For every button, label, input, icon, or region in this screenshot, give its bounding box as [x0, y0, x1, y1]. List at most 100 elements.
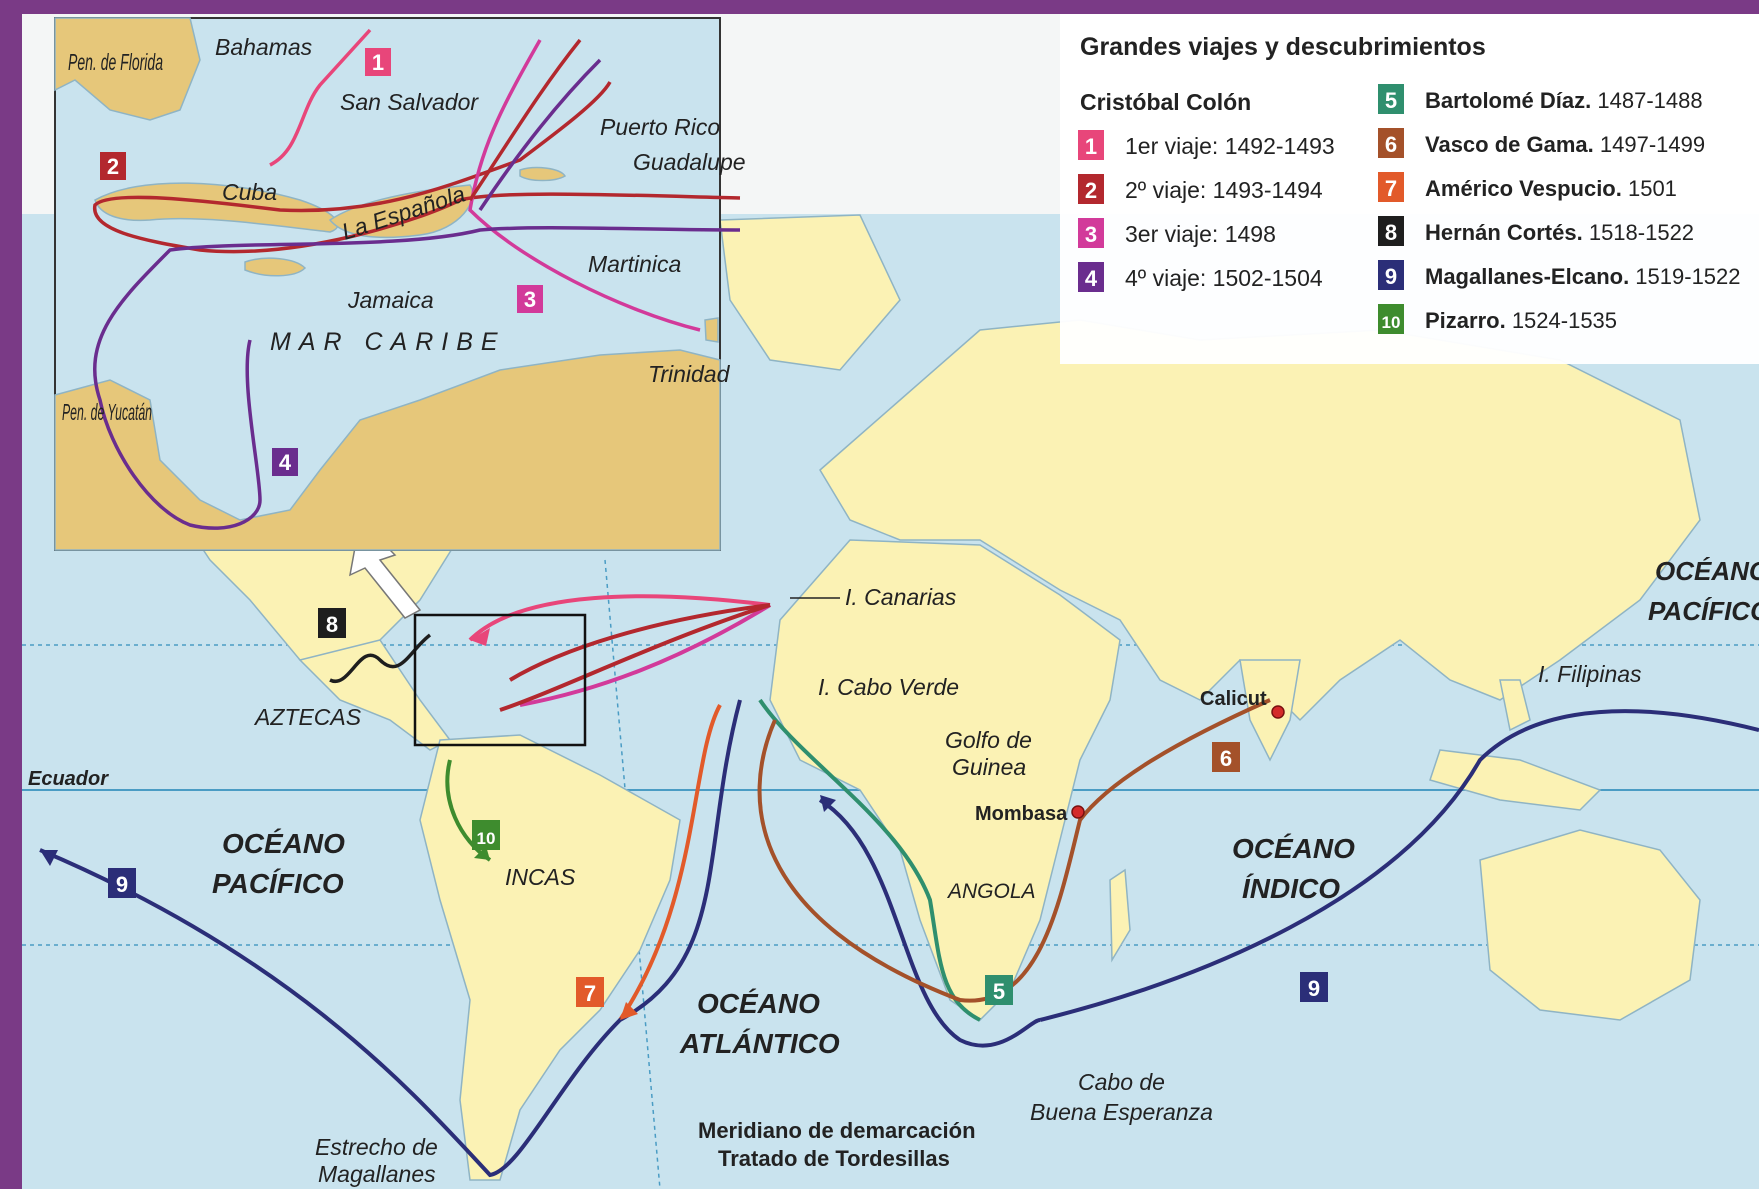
- inset-label-mar-caribe: MAR CARIBE: [270, 328, 506, 356]
- route-colon-4: [499, 603, 771, 712]
- inset-label-san-salvador: San Salvador: [340, 89, 479, 115]
- legend-colon-badge-num-3: 3: [1085, 222, 1097, 247]
- label-filipinas: I. Filipinas: [1538, 661, 1642, 687]
- australia: [1479, 829, 1701, 1021]
- map-badge-9-east: [1300, 972, 1328, 1002]
- route-vespucio: [618, 704, 722, 1022]
- label-oceano-atlantico-1: OCÉANO: [697, 988, 820, 1019]
- label-oceano-atlantico-2: ATLÁNTICO: [679, 1028, 840, 1059]
- inset-label-pen-yucatan: Pen. de Yucatán: [62, 399, 152, 425]
- label-estrecho-2: Magallanes: [318, 1161, 436, 1187]
- madagascar: [1109, 868, 1131, 963]
- legend-other-trip-8: Hernán Cortés. 1518-1522: [1425, 220, 1694, 245]
- map-badge-num-6: 6: [1220, 746, 1232, 771]
- legend-other-badge-num-9: 9: [1385, 264, 1397, 289]
- inset-badge-3-num: 3: [524, 287, 536, 312]
- route-colon-3: [519, 603, 772, 707]
- caribbean-highlight-box: [413, 613, 587, 747]
- inset-route-1: [269, 28, 372, 167]
- legend-title: Grandes viajes y descubrimientos: [1080, 33, 1486, 61]
- inset-badge-2: [100, 152, 126, 180]
- arrow-vespucio: [620, 1002, 638, 1020]
- inset-route-4: [93, 226, 741, 530]
- inset-label-trinidad: Trinidad: [648, 361, 731, 387]
- legend-other-badge-num-6: 6: [1385, 132, 1397, 157]
- legend-colon-trip-3: 3er viaje: 1498: [1125, 221, 1276, 247]
- map-badge-9: [108, 868, 136, 898]
- label-angola: ANGOLA: [946, 880, 1036, 903]
- label-oceano-pacifico-e-1: OCÉANO: [1655, 556, 1759, 586]
- arrow-diaz: [820, 795, 836, 812]
- label-golfo-guinea-1: Golfo de: [945, 727, 1032, 753]
- voyage-routes: [39, 594, 1759, 1178]
- calicut-dot: [1271, 705, 1285, 719]
- route-diaz: [758, 698, 981, 1022]
- legend-other-badge-10: [1378, 304, 1404, 334]
- label-ecuador: Ecuador: [28, 768, 109, 790]
- legend-colon-trip-4: 4º viaje: 1502-1504: [1125, 265, 1323, 291]
- map-badge-7: [576, 977, 604, 1007]
- philippines: [1499, 679, 1531, 732]
- legend-colon-badge-num-2: 2: [1085, 178, 1097, 203]
- map-badge-num-10: 10: [477, 829, 496, 848]
- map-badge-num-7: 7: [584, 981, 596, 1006]
- map-badge-10: [472, 820, 500, 850]
- inset-badge-1-num: 1: [372, 50, 384, 75]
- legend-other-badge-num-10: 10: [1382, 313, 1401, 332]
- label-tratado: Tratado de Tordesillas: [718, 1146, 950, 1171]
- legend-other-trip-10: Pizarro. 1524-1535: [1425, 308, 1617, 333]
- legend-colon-badge-3: [1078, 218, 1104, 248]
- legend-other-badge-5: [1378, 84, 1404, 114]
- legend-other-trip-6: Vasco de Gama. 1497-1499: [1425, 132, 1705, 157]
- label-cabo-buena-1: Cabo de: [1078, 1069, 1165, 1095]
- label-oceano-pacifico-e-2: PACÍFICO: [1648, 596, 1759, 626]
- label-oceano-pacifico-w-1: OCÉANO: [222, 828, 345, 859]
- inset-jamaica: [244, 257, 307, 277]
- label-meridiano: Meridiano de demarcación: [698, 1118, 976, 1143]
- label-cabo-buena-2: Buena Esperanza: [1030, 1099, 1213, 1125]
- legend-other-trip-5: Bartolomé Díaz. 1487-1488: [1425, 88, 1703, 113]
- map-badge-num-5: 5: [993, 979, 1005, 1004]
- map-badge-num-9: 9: [116, 872, 128, 897]
- label-estrecho-1: Estrecho de: [315, 1134, 438, 1160]
- route-colon-1: [468, 594, 771, 642]
- legend-colon-trip-2: 2º viaje: 1493-1494: [1125, 177, 1323, 203]
- arrow-magallanes: [40, 850, 58, 866]
- inset-mainland: [54, 349, 721, 551]
- label-oceano-pacifico-w-2: PACÍFICO: [212, 868, 344, 899]
- inset-label-bahamas: Bahamas: [215, 34, 313, 60]
- indonesia: [1429, 749, 1602, 811]
- inset-label-jamaica: Jamaica: [347, 287, 434, 313]
- legend-other-trip-9: Magallanes-Elcano. 1519-1522: [1425, 264, 1741, 289]
- legend-other-badge-num-7: 7: [1385, 176, 1397, 201]
- inset-badge-3: [517, 285, 543, 313]
- inset-label-martinica: Martinica: [588, 251, 681, 277]
- inset-puerto-rico: [519, 166, 567, 182]
- inset-trinidad: [704, 317, 719, 343]
- inset-florida: [54, 17, 201, 121]
- route-gama: [757, 698, 1271, 1003]
- map-badge-8: [318, 608, 346, 638]
- label-oceano-indico-2: ÍNDICO: [1242, 873, 1340, 904]
- legend-colon-badge-num-4: 4: [1085, 266, 1098, 291]
- legend-panel: [1060, 14, 1759, 364]
- greenland: [719, 214, 901, 371]
- label-canarias: I. Canarias: [845, 584, 957, 610]
- mombasa-dot: [1071, 805, 1085, 819]
- inset-cuba: [94, 182, 339, 233]
- arrow-colon: [470, 628, 490, 646]
- legend-colon-badge-1: [1078, 130, 1104, 160]
- inset-route-extra1: [468, 38, 582, 201]
- legend-other-badge-num-5: 5: [1385, 88, 1397, 113]
- legend-other-badge-9: [1378, 260, 1404, 290]
- inset-badge-2-num: 2: [107, 154, 119, 179]
- legend-other-trip-7: Américo Vespucio. 1501: [1425, 176, 1677, 201]
- inset-label-cuba: Cuba: [222, 179, 277, 205]
- legend-other-list: 5 Bartolomé Díaz. 1487-1488 6 Vasco de Gama…: [1378, 84, 1741, 334]
- legend-colon-trip-1: 1er viaje: 1492-1493: [1125, 133, 1335, 159]
- label-aztecas: AZTECAS: [253, 704, 362, 730]
